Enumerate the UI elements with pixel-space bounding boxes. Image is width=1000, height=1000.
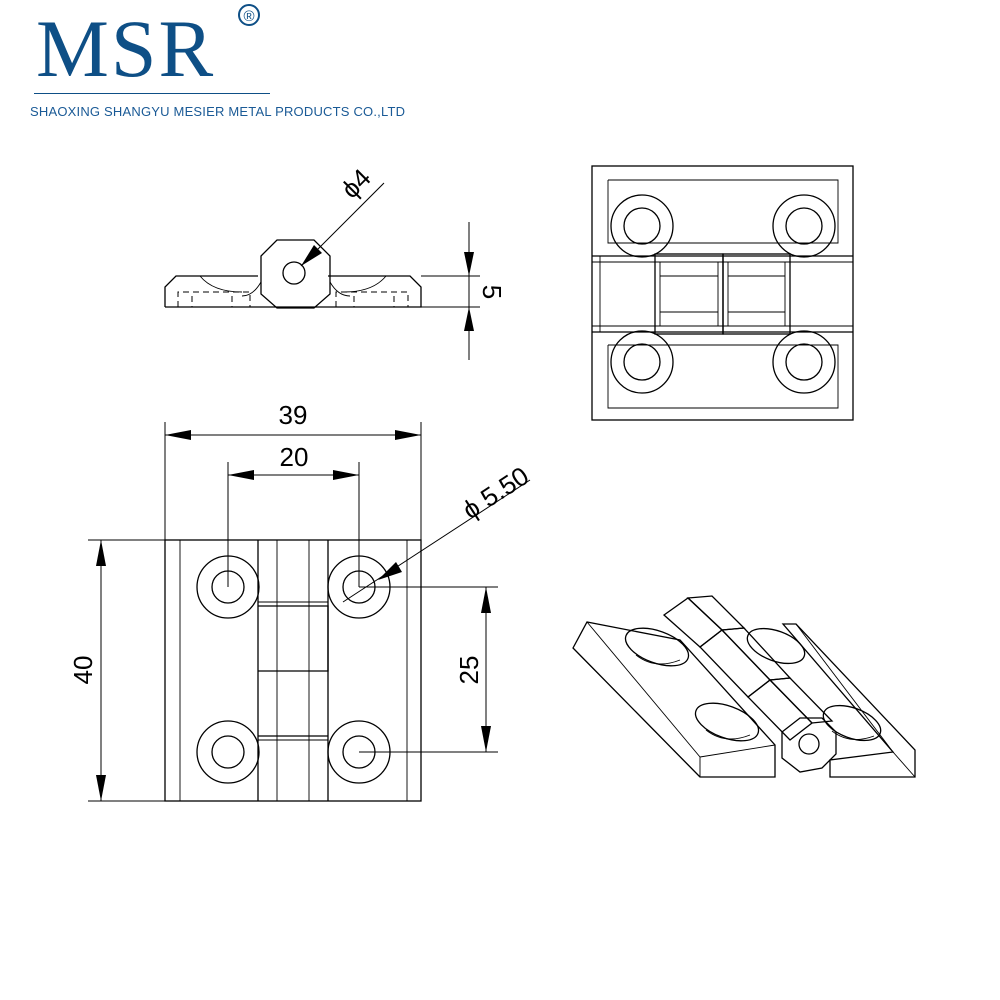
side-view	[164, 182, 480, 360]
hole-diameter-label: ϕ 5.50	[457, 460, 534, 525]
hole-spacing-horizontal-label: 20	[280, 442, 309, 472]
hole-spacing-vertical-label: 25	[454, 656, 484, 685]
registered-trademark-icon: ®	[238, 4, 260, 26]
logo-underline	[34, 93, 270, 94]
top-view	[591, 165, 854, 421]
overall-height-label: 40	[68, 656, 98, 685]
front-view	[88, 422, 531, 802]
overall-width-label: 39	[279, 400, 308, 430]
pin-diameter-label: ϕ4	[335, 163, 377, 205]
thickness-label: 5	[477, 285, 507, 299]
logo-text: MSR	[36, 3, 216, 94]
isometric-view	[572, 595, 916, 778]
company-name: SHAOXING SHANGYU MESIER METAL PRODUCTS C…	[30, 104, 406, 119]
